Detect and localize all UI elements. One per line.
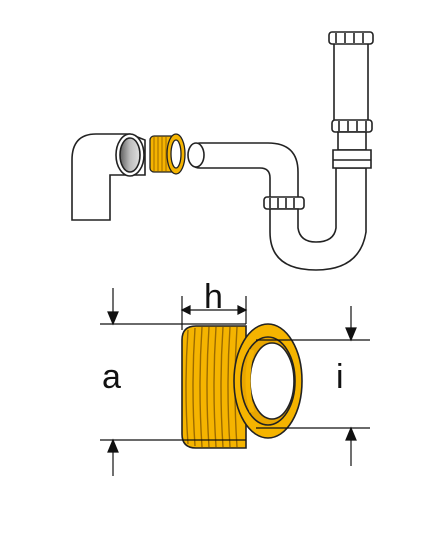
large-adapter bbox=[181, 323, 303, 449]
dimension-h bbox=[180, 296, 248, 330]
dimension-i bbox=[256, 306, 370, 466]
elbow-pipe bbox=[71, 133, 146, 221]
small-adapter bbox=[149, 133, 186, 175]
dimension-a bbox=[100, 288, 246, 476]
dimension-label-i: i bbox=[336, 358, 344, 396]
siphon-trap bbox=[187, 31, 374, 271]
dimension-label-a: a bbox=[102, 358, 121, 396]
dimension-label-h: h bbox=[204, 278, 223, 316]
